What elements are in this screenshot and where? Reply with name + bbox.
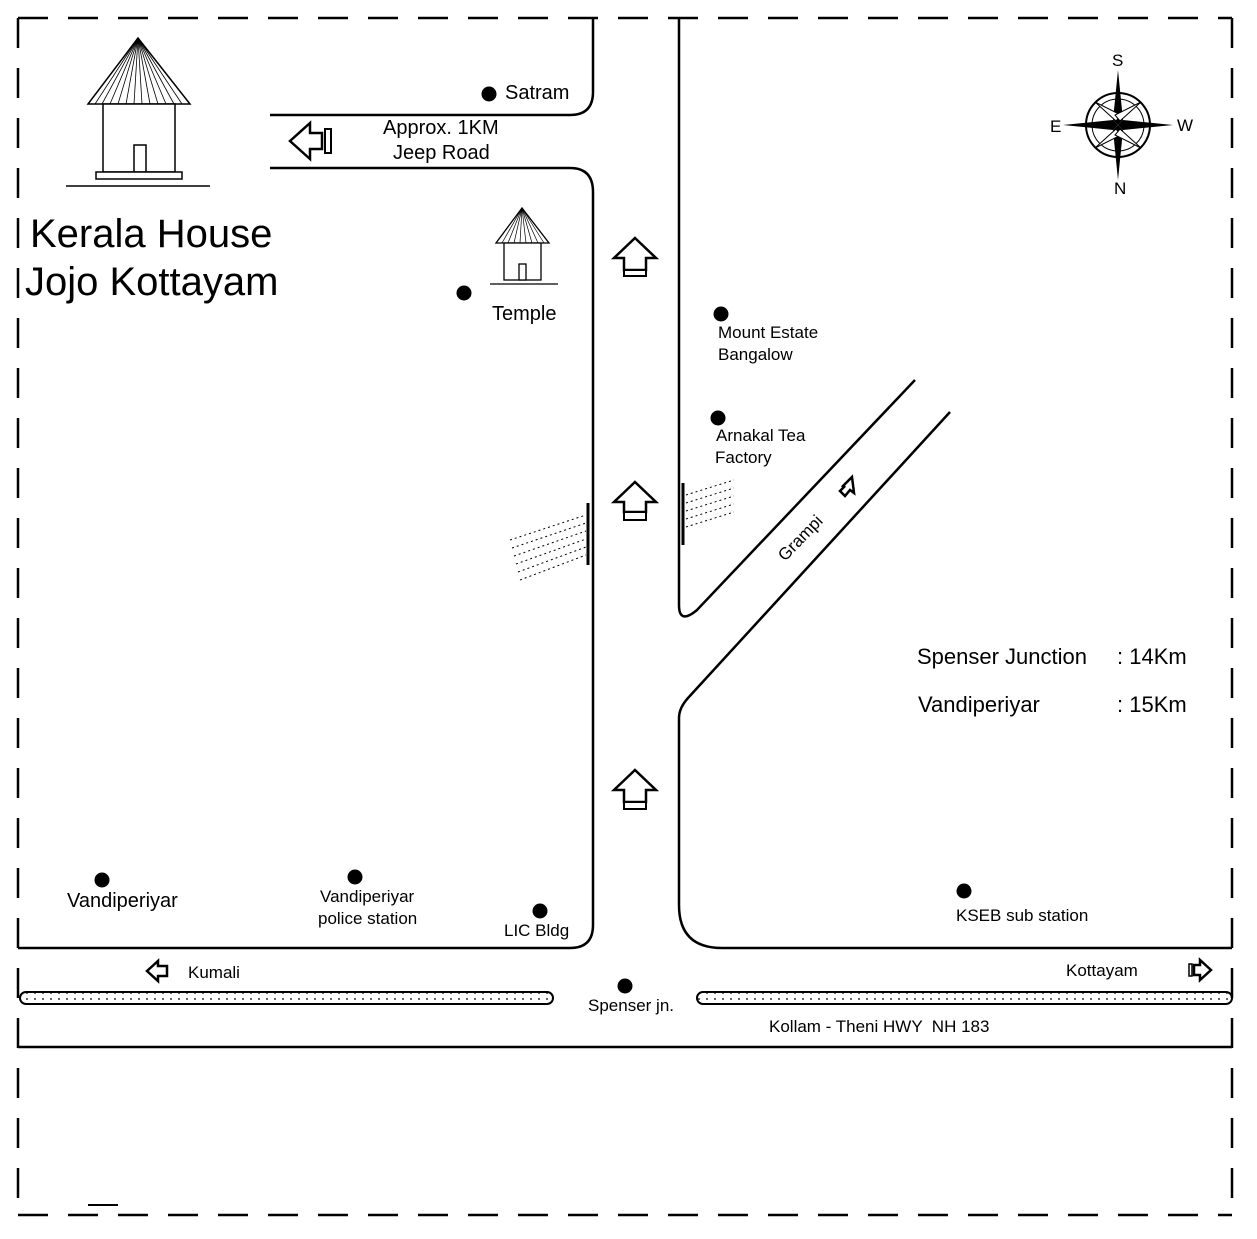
police-station-marker bbox=[347, 869, 363, 885]
bridge-right bbox=[681, 479, 735, 545]
distance-value-2: : 15Km bbox=[1117, 692, 1187, 717]
highway-label: Kollam - Theni HWY NH 183 bbox=[769, 1017, 989, 1036]
distance-place-2: Vandiperiyar bbox=[918, 692, 1040, 717]
satram-marker bbox=[481, 86, 497, 102]
lic-marker bbox=[532, 903, 548, 919]
jeep-road-label-line1: Approx. 1KM bbox=[383, 117, 499, 139]
satram-label: Satram bbox=[505, 82, 569, 104]
arnakal-marker bbox=[710, 410, 726, 426]
distance-place-1: Spenser Junction bbox=[917, 644, 1087, 669]
spenser-jn-marker bbox=[617, 978, 633, 994]
compass-label-left: E bbox=[1050, 117, 1061, 136]
satram-road-top-edge bbox=[270, 18, 595, 117]
roads bbox=[18, 18, 1232, 1049]
temple-icon bbox=[490, 206, 558, 285]
compass-label-right: W bbox=[1177, 116, 1193, 135]
arrow-icon-kumali bbox=[145, 958, 169, 984]
kumali-label: Kumali bbox=[188, 963, 240, 982]
arrow-icon-up-2 bbox=[610, 480, 660, 521]
grampi-road-lower-edge bbox=[677, 411, 1232, 950]
highway-median-left bbox=[19, 991, 554, 1005]
arrow-icon-up-3 bbox=[610, 768, 660, 810]
temple-label: Temple bbox=[492, 303, 556, 325]
mount-estate-marker bbox=[713, 306, 729, 322]
mount-estate-label-line1: Mount Estate bbox=[718, 323, 818, 342]
arrow-icon-kottayam bbox=[1188, 957, 1213, 983]
highway-median-right bbox=[696, 991, 1233, 1005]
arrow-icon-grampi bbox=[838, 474, 856, 498]
kseb-marker bbox=[956, 883, 972, 899]
arnakal-label-line1: Arnakal Tea bbox=[716, 426, 806, 445]
hut-icon bbox=[66, 36, 210, 187]
map-title-line2: Jojo Kottayam bbox=[25, 260, 278, 304]
jeep-road-bottom-edge bbox=[18, 166, 595, 950]
police-station-label-line1: Vandiperiyar bbox=[320, 887, 415, 906]
vandiperiyar-label: Vandiperiyar bbox=[67, 890, 178, 912]
map-border bbox=[16, 16, 1234, 1217]
temple-marker bbox=[456, 285, 472, 301]
kseb-label: KSEB sub station bbox=[956, 906, 1088, 925]
kottayam-label: Kottayam bbox=[1066, 961, 1138, 980]
lic-label: LIC Bldg bbox=[504, 921, 569, 940]
spenser-jn-label: Spenser jn. bbox=[588, 996, 674, 1015]
compass-rose-icon bbox=[1063, 70, 1173, 180]
police-station-label-line2: police station bbox=[318, 909, 417, 928]
vandiperiyar-marker bbox=[94, 872, 110, 888]
mount-estate-label-line2: Bangalow bbox=[718, 345, 793, 364]
map-title-line1: Kerala House bbox=[30, 212, 272, 256]
main-road-right-edge bbox=[677, 18, 916, 618]
distance-value-1: : 14Km bbox=[1117, 644, 1187, 669]
arrow-icon-up-1 bbox=[610, 236, 660, 277]
compass-label-bottom: N bbox=[1114, 179, 1126, 198]
compass-label-top: S bbox=[1112, 51, 1123, 70]
bridge-left bbox=[509, 503, 590, 581]
arrow-icon-jeep-left bbox=[288, 120, 332, 162]
location-dots bbox=[94, 86, 972, 994]
arnakal-label-line2: Factory bbox=[715, 448, 772, 467]
jeep-road-label-line2: Jeep Road bbox=[393, 142, 490, 164]
